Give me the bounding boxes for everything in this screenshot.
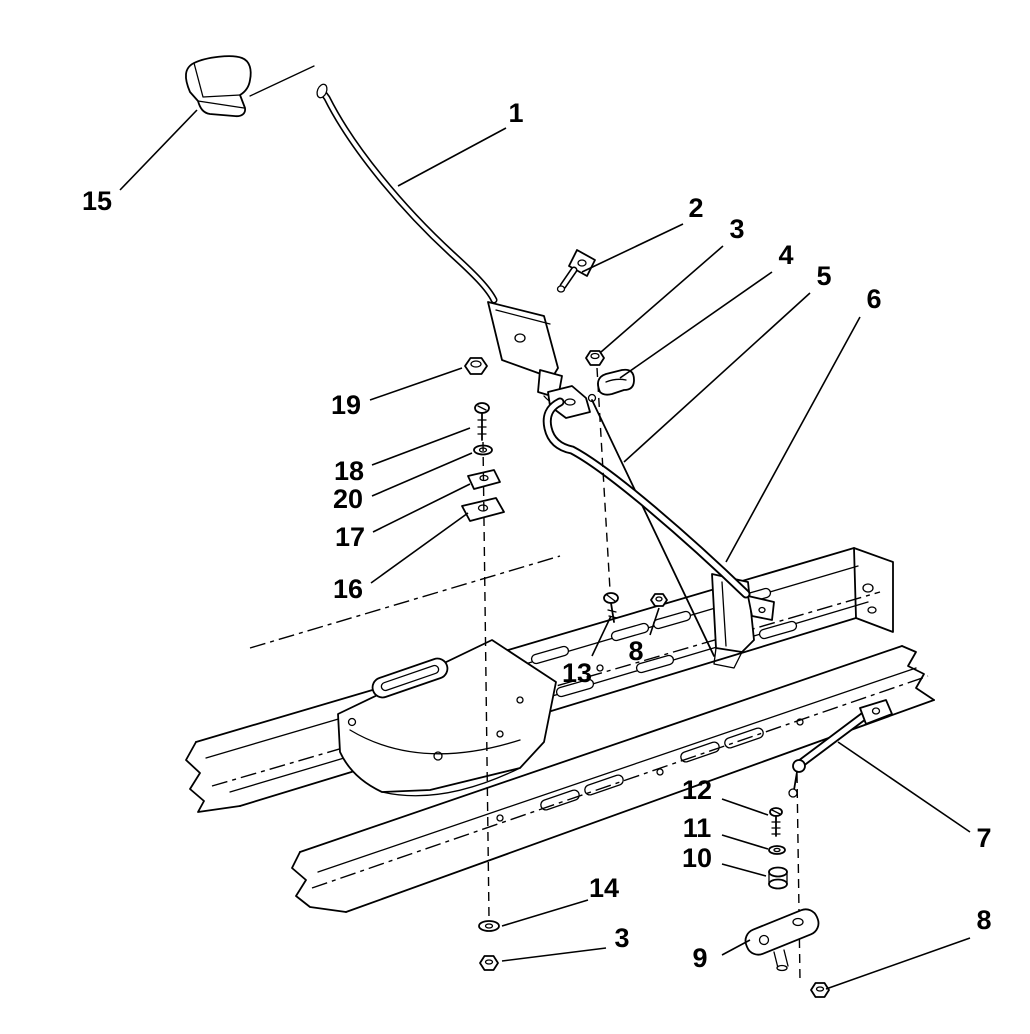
callout-label-15: 15 [82, 186, 112, 216]
bracket-part9 [744, 908, 820, 972]
callout-label-8: 8 [628, 636, 643, 666]
washer-part14 [478, 920, 500, 932]
callout-label-4: 4 [778, 240, 793, 270]
shift-lever-rod [316, 83, 498, 304]
leader-line-4 [619, 271, 773, 379]
leader-lines [119, 109, 971, 990]
leader-line-1 [397, 127, 507, 187]
callout-label-5: 5 [816, 261, 831, 291]
callout-label-10: 10 [682, 843, 712, 873]
leader-line-3 [501, 947, 607, 962]
callout-label-12: 12 [682, 775, 712, 805]
leader-line-13 [591, 615, 612, 657]
callout-label-17: 17 [335, 522, 365, 552]
rod-part7 [788, 699, 893, 798]
callout-label-2: 2 [688, 193, 703, 223]
callout-label-16: 16 [333, 574, 363, 604]
bolt-part2 [556, 249, 596, 293]
grommet-part10 [768, 866, 788, 890]
leader-line-5 [623, 292, 811, 463]
leader-line-8 [825, 937, 971, 990]
bent-rod-part6 [542, 397, 751, 599]
clamp-part4 [597, 368, 635, 396]
callout-label-13: 13 [562, 658, 592, 688]
nut-part3-lower [479, 955, 499, 971]
leader-line-3 [600, 245, 724, 353]
lever-plate [487, 301, 575, 407]
leader-line-17 [372, 483, 471, 533]
callout-label-11: 11 [683, 813, 712, 843]
link-rod-part5 [587, 393, 715, 657]
leader-line-6 [725, 316, 861, 563]
leader-line-20 [371, 452, 473, 497]
leader-line-11 [721, 834, 769, 850]
leader-line-8 [649, 607, 660, 636]
centerlines [211, 555, 929, 889]
shift-knob [185, 55, 252, 118]
callout-label-3: 3 [614, 923, 629, 953]
leader-line-10 [721, 863, 767, 877]
callout-label-18: 18 [334, 456, 364, 486]
callout-label-3: 3 [729, 214, 744, 244]
callout-label-1: 1 [508, 98, 523, 128]
callout-label-7: 7 [976, 823, 991, 853]
leader-line-12 [721, 798, 769, 816]
washer-part11 [768, 845, 786, 855]
nut-part8-lower [810, 982, 830, 998]
callout-label-14: 14 [589, 873, 619, 903]
leader-line-2 [581, 223, 684, 273]
screw-part18 [474, 402, 490, 441]
bolt-part12 [769, 807, 783, 837]
bolt-part8-upper [650, 593, 668, 607]
leader-line-9 [721, 939, 751, 956]
clip-part16 [461, 497, 505, 522]
callout-label-8: 8 [976, 905, 991, 935]
assembly-axes [482, 367, 801, 981]
knob-mount-line [249, 65, 315, 97]
leader-line-18 [371, 427, 471, 466]
callout-label-9: 9 [692, 943, 707, 973]
callout-label-20: 20 [333, 484, 363, 514]
nut-part3-upper [585, 350, 605, 366]
leader-line-19 [369, 367, 463, 401]
callout-label-19: 19 [331, 390, 361, 420]
leader-line-16 [370, 512, 469, 584]
leader-line-7 [837, 741, 971, 833]
callout-label-6: 6 [866, 284, 881, 314]
nut-part19 [464, 357, 488, 375]
leader-line-15 [119, 109, 198, 191]
mounting-plate [337, 639, 557, 797]
leader-line-14 [501, 899, 589, 927]
